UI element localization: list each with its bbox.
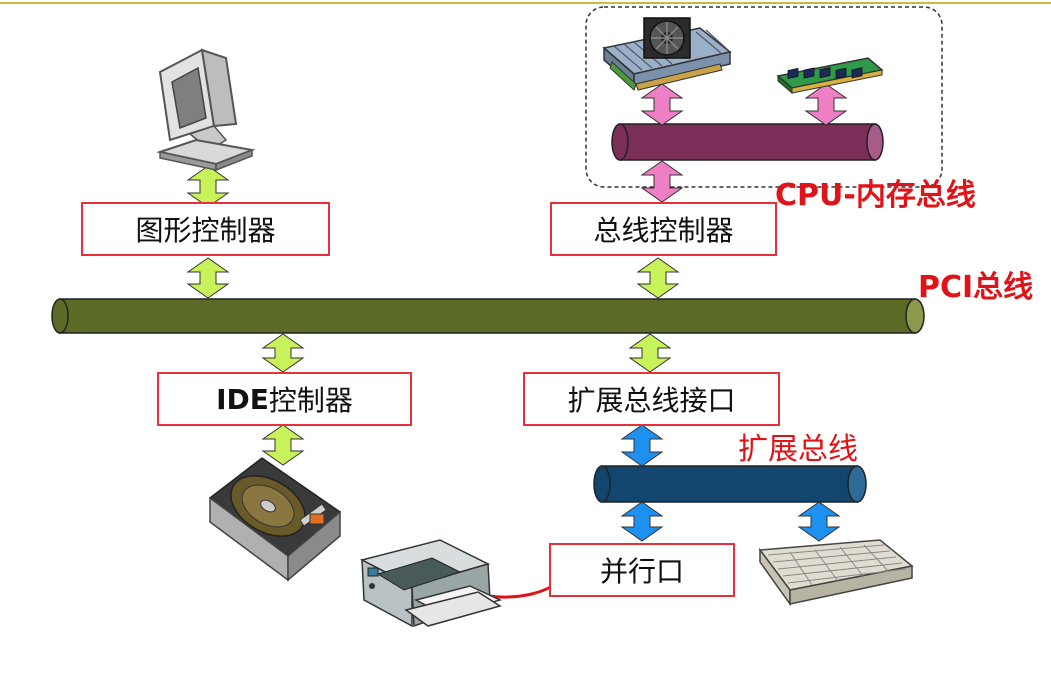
arrow-bus-parallel <box>620 501 664 542</box>
hard-disk-icon <box>208 457 342 582</box>
keyboard-icon <box>758 539 914 607</box>
cpu-memory-bus-label: CPU-内存总线 <box>775 178 976 213</box>
arrow-memory-bus <box>804 83 848 126</box>
arrow-expansion-interface-bus <box>620 424 664 467</box>
arrow-pci-ide <box>261 333 305 373</box>
bus-controller-label: 总线控制器 <box>593 214 734 247</box>
expansion-bus-label: 扩展总线 <box>738 432 858 467</box>
ide-controller-prefix: IDE <box>216 382 269 416</box>
arrow-pci-expansion-interface <box>628 333 672 373</box>
cpu-memory-bus <box>611 123 884 161</box>
arrow-bus-buscontroller <box>640 160 684 203</box>
arrow-cpu-bus <box>640 83 684 126</box>
ide-controller-suffix: 控制器 <box>268 384 353 417</box>
arrow-ide-disk <box>261 424 305 466</box>
expansion-bus <box>593 465 867 503</box>
printer-icon <box>359 539 503 628</box>
arrow-monitor-graphics <box>186 165 230 208</box>
graphics-controller-label: 图形控制器 <box>135 214 276 247</box>
pci-bus <box>51 298 925 334</box>
arrow-bus-keyboard <box>797 501 841 542</box>
parallel-port-label: 并行口 <box>599 555 684 588</box>
cpu-icon <box>602 17 732 91</box>
monitor-icon <box>156 48 256 172</box>
arrow-buscontroller-pci <box>636 257 680 299</box>
arrow-graphics-pci <box>186 257 230 299</box>
expansion-interface-label: 扩展总线接口 <box>567 384 736 417</box>
parallel-port-box: 并行口 <box>549 543 735 597</box>
expansion-interface-box: 扩展总线接口 <box>523 372 780 426</box>
memory-module-icon <box>776 57 884 95</box>
graphics-controller-box: 图形控制器 <box>81 202 330 256</box>
cpu-memory-region <box>585 6 943 188</box>
pci-bus-label: PCI总线 <box>918 270 1034 305</box>
bus-controller-box: 总线控制器 <box>550 202 777 256</box>
